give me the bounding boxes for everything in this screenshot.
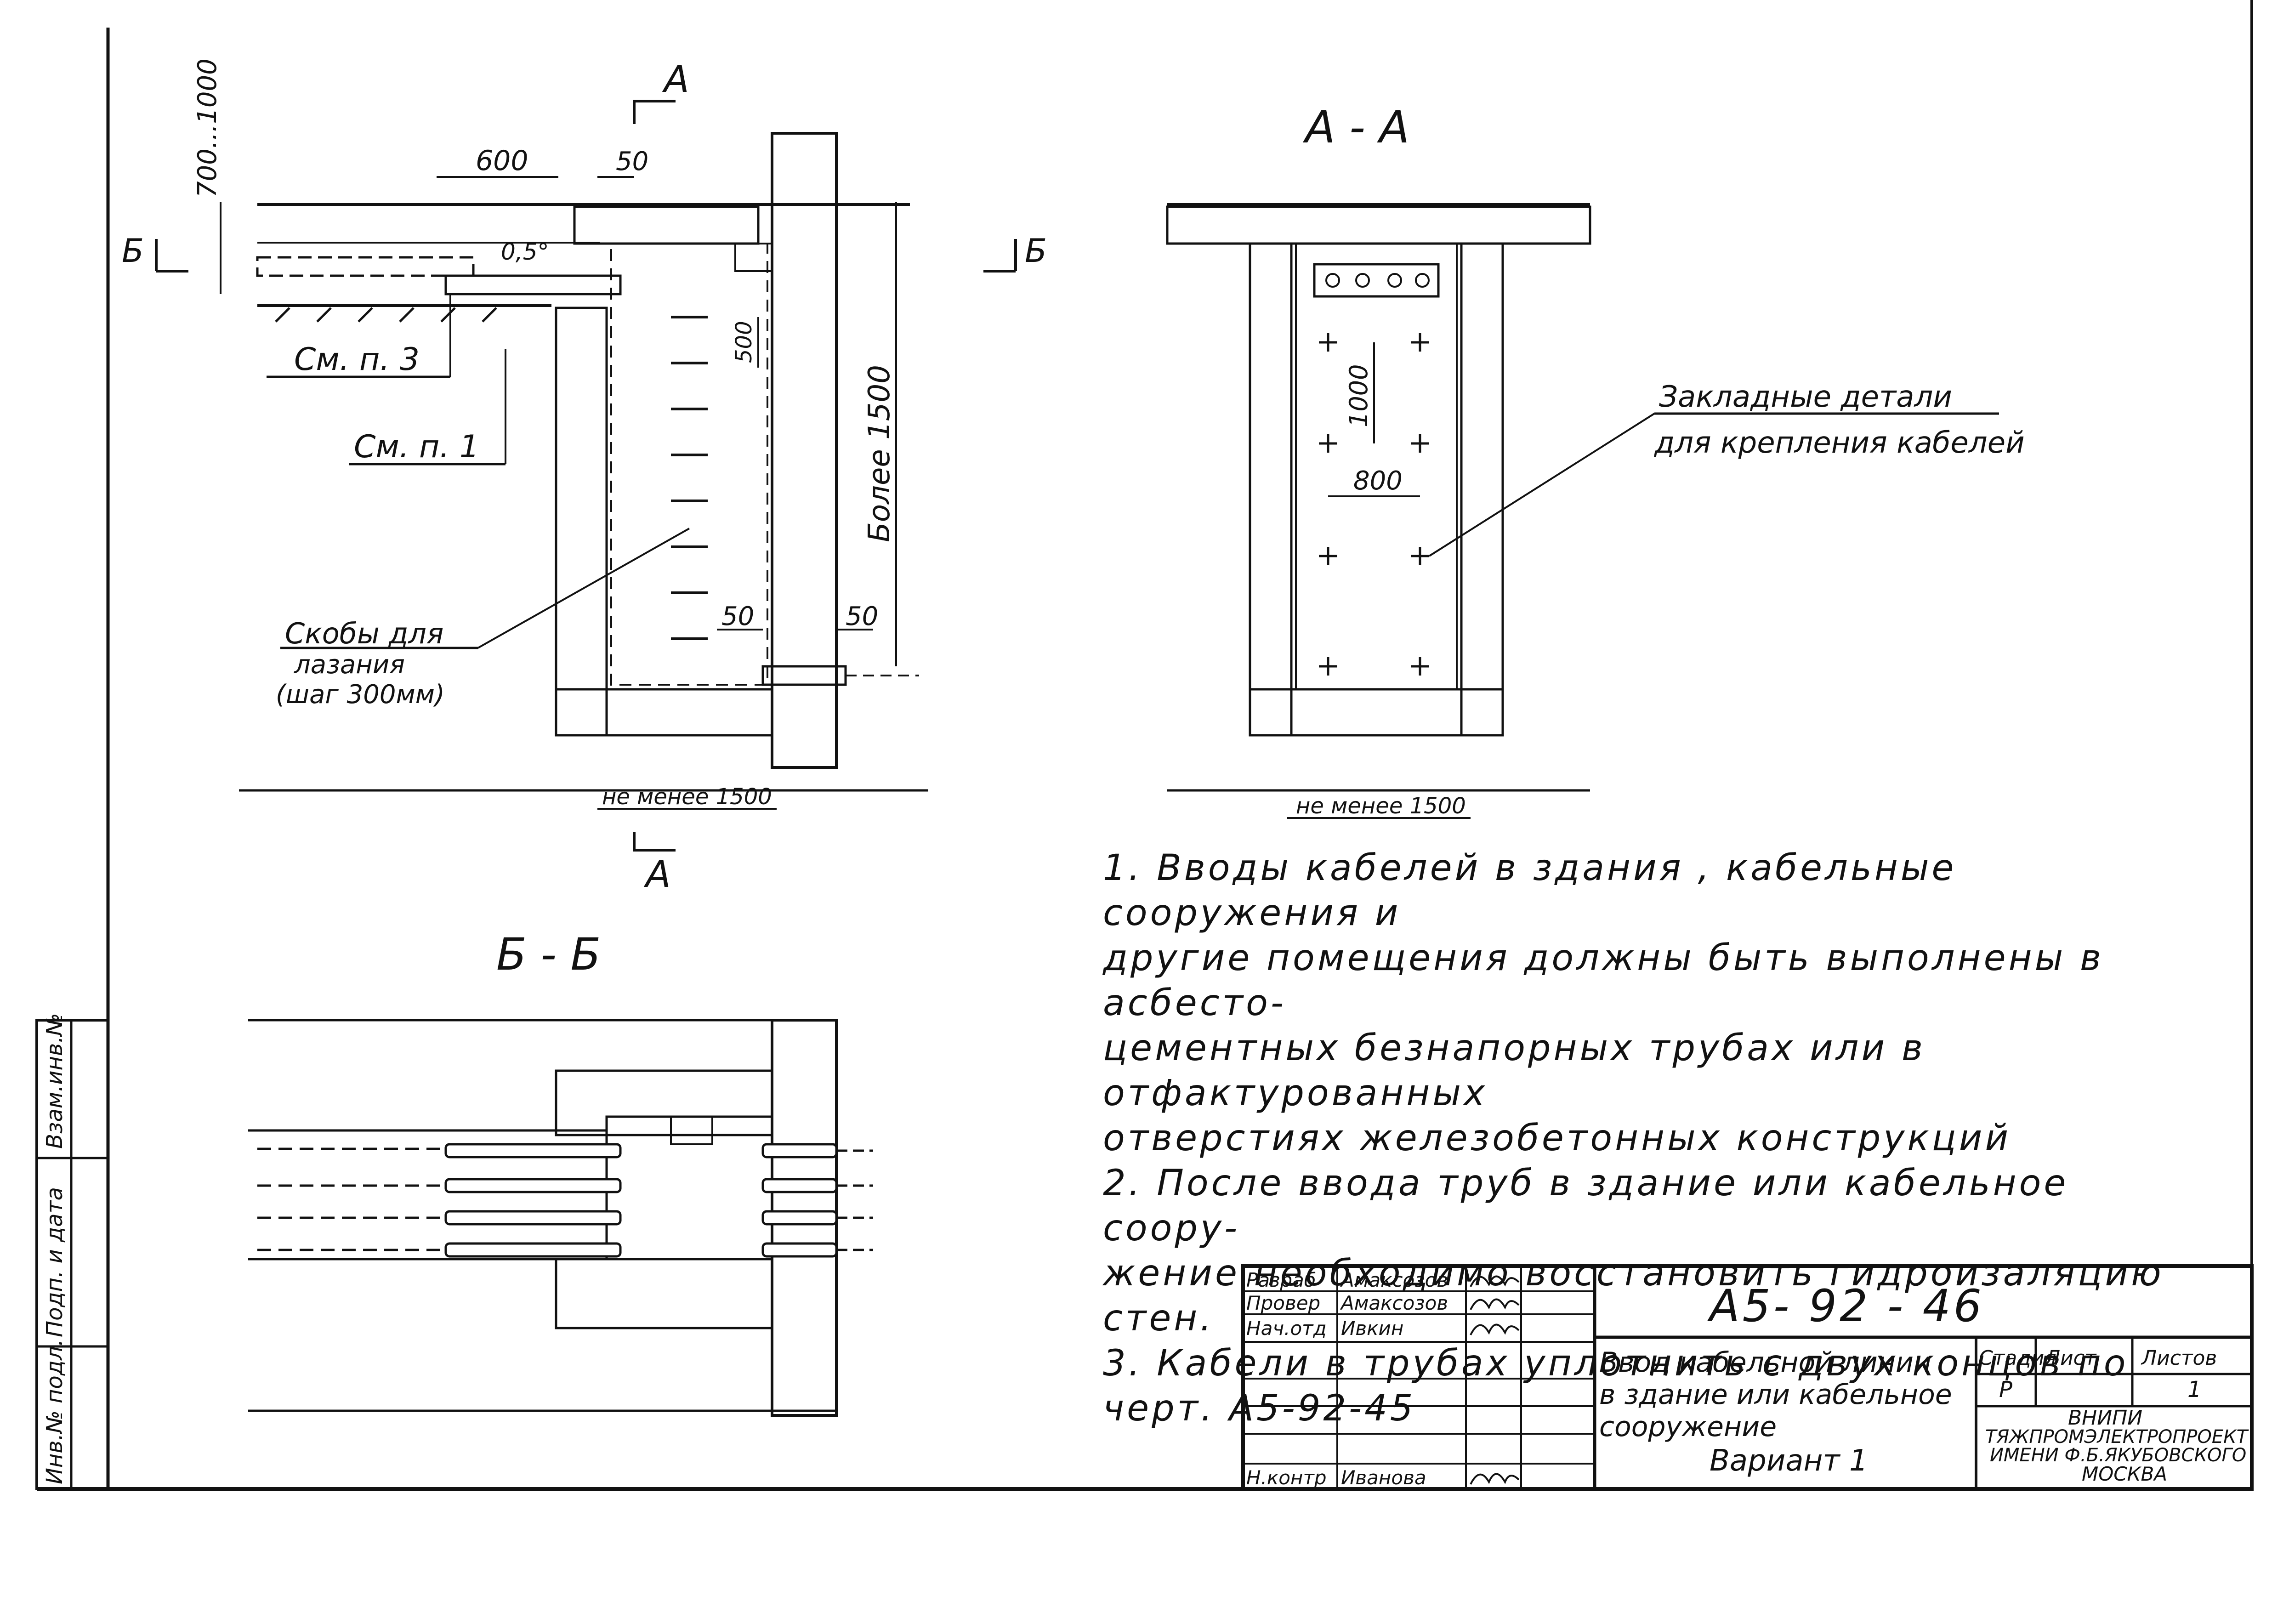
plan-section-mark-top: А [662, 58, 689, 101]
title-block: Разраб Амаксозов Провер Амаксозов Нач.от… [1241, 1264, 2254, 1491]
ref-item-3: См. п. 3 [294, 341, 420, 378]
tb-role-2: Провер [1246, 1292, 1320, 1314]
dim-min-width: не менее 1500 [602, 784, 772, 810]
note-line: цементных безнапорных трубах или в отфак… [1103, 1028, 1925, 1114]
tb-title-line4: Вариант 1 [1710, 1444, 1868, 1478]
section-bb-title: Б - Б [496, 929, 601, 980]
dim-gap-50-top: 50 [616, 147, 648, 176]
section-aa-dim-min-width: не менее 1500 [1296, 793, 1466, 819]
tb-title-line3: сооружение [1599, 1411, 1777, 1443]
tb-doc-code: А5- 92 - 46 [1707, 1280, 1984, 1332]
section-aa-dim-800: 800 [1353, 466, 1403, 496]
tb-name-1: Амаксозов [1340, 1269, 1448, 1291]
tb-sheets: 1 [2187, 1377, 2202, 1403]
side-stamp-inventory: Инв.№ подл. [42, 1339, 68, 1484]
tb-sheets-label: Листов [2141, 1346, 2217, 1370]
dim-depth: Более 1500 [863, 365, 897, 542]
dim-width-600: 600 [476, 145, 528, 177]
general-notes: 1. Вводы кабелей в здания , кабельные со… [1103, 846, 2206, 1431]
ladder-callout-line2: лазания [294, 650, 405, 680]
note-line: отверстиях железобетонных конструкций [1103, 1118, 2011, 1159]
note-line: другие помещения должны быть выполнены в… [1103, 937, 2104, 1024]
note-line: 2. После ввода труб в здание или кабельн… [1103, 1163, 2069, 1249]
dim-gap-50-left: 50 [721, 602, 754, 631]
tb-name-3: Ивкин [1341, 1317, 1403, 1340]
plan-view: А А Б Б 700...1000 600 50 0,5° 500 Более… [122, 58, 1047, 896]
plan-cut-left: Б [122, 232, 144, 270]
tb-title-line2: в здание или кабельное [1599, 1379, 1952, 1411]
embedded-part-marks [1319, 333, 1429, 676]
tb-stage: Р [1999, 1377, 2012, 1403]
ladder-callout-line3: (шаг 300мм) [276, 680, 445, 710]
dim-step-500: 500 [731, 321, 757, 363]
plan-section-mark-bottom: А [643, 853, 671, 896]
tb-name-2: Амаксозов [1340, 1292, 1448, 1314]
note-line: черт. А5-92-45 [1103, 1388, 1416, 1429]
side-stamp-replace: Взам.инв.№ [42, 1013, 68, 1149]
tb-role-3: Нач.отд [1246, 1317, 1327, 1340]
tb-sheet-label: Лист [2044, 1346, 2097, 1370]
dim-angle: 0,5° [501, 238, 549, 265]
ladder-callout-line1: Скобы для [285, 617, 443, 650]
ref-item-1: См. п. 1 [354, 429, 479, 465]
side-stamp: Взам.инв.№ Подп. и дата Инв.№ подл. [35, 1013, 109, 1490]
note-line: жение необходимо восстановить гидроизаля… [1103, 1253, 2164, 1294]
section-aa: А - А 1000 800 не менее 1500 [1166, 102, 2025, 819]
tb-org-line1: ВНИПИ [2068, 1406, 2142, 1430]
ladder-rungs [671, 316, 708, 640]
section-aa-callout-line2: для крепления кабелей [1654, 426, 2025, 460]
pipes [257, 1143, 873, 1258]
dim-gap-50-right: 50 [846, 602, 878, 631]
tb-org-line3: ИМЕНИ Ф.Б.ЯКУБОВСКОГО [1990, 1445, 2246, 1466]
tb-role-8: Н.контр [1246, 1466, 1327, 1489]
plan-cut-right: Б [1025, 232, 1047, 270]
tb-org-line4: МОСКВА [2082, 1463, 2167, 1485]
tb-role-1: Разраб [1246, 1269, 1316, 1291]
section-bb: Б - Б [248, 929, 873, 1417]
note-line: 3. Кабели в трубах уплотнить с двух конц… [1103, 1343, 2129, 1384]
signature-marks [1470, 1275, 1520, 1485]
section-aa-dim-1000: 1000 [1344, 364, 1373, 427]
tb-name-8: Иванова [1341, 1466, 1426, 1489]
dim-top-range: 700...1000 [193, 58, 222, 198]
tb-org-line2: ТЯЖПРОМЭЛЕКТРОПРОЕКТ [1985, 1426, 2249, 1448]
tb-stage-label: Стадия [1979, 1346, 2056, 1370]
tb-title-line1: Ввод кабельной линии [1599, 1346, 1931, 1379]
note-line: 1. Вводы кабелей в здания , кабельные со… [1103, 847, 1957, 934]
section-aa-callout-line1: Закладные детали [1659, 380, 1952, 414]
side-stamp-signature: Подп. и дата [42, 1187, 68, 1337]
section-aa-title: А - А [1302, 102, 1409, 153]
note-line: стен. [1103, 1298, 1215, 1339]
